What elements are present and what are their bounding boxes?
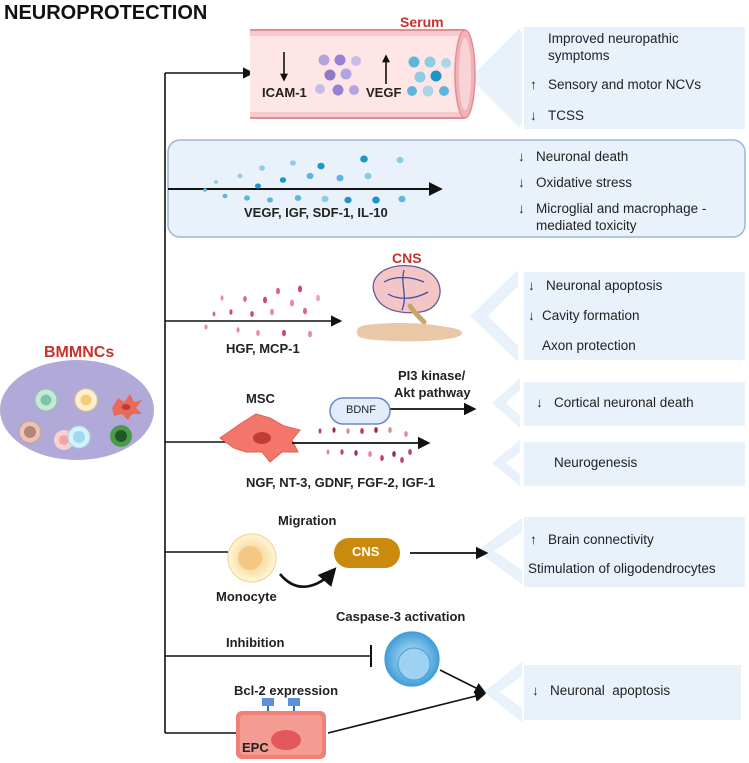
cns-pill [334, 538, 400, 568]
outcome-neuropathic-line1: Improved neuropathic [548, 31, 679, 46]
cns-pill-label: CNS [352, 544, 380, 559]
chevron-serum [475, 28, 524, 128]
branch-lines [164, 67, 372, 734]
outcome-epc-neuronal-apoptosis: ↓Neuronal apoptosis [532, 683, 671, 698]
epc-to-outcome-arrow [327, 690, 487, 734]
panel-cns [524, 272, 745, 360]
outcome-neuronal-death: ↓Neuronal death [518, 149, 629, 164]
vegf-label: VEGF [366, 85, 402, 100]
msc-cell-icon [219, 413, 301, 463]
secreted-factor-dots [203, 155, 406, 204]
chevron-cns [470, 270, 518, 362]
bdnf-label: BDNF [346, 404, 376, 416]
hgf-dots [204, 285, 320, 338]
panel-neurogenesis [524, 442, 745, 486]
outcome-brain-connectivity: ↑Brain connectivity [530, 532, 654, 547]
chevron-epc [484, 662, 522, 722]
arrow-down-icon: ↓ [528, 278, 535, 293]
bdnf-pill [329, 397, 391, 425]
arrow-down-icon: ↓ [532, 683, 539, 698]
bcl2-label: Bcl-2 expression [234, 683, 339, 698]
output-panels [470, 27, 745, 722]
outcome-neuronal-apoptosis: ↓Neuronal apoptosis [528, 278, 663, 293]
outcome-microglial-line1: ↓Microglial and macrophage - [518, 201, 707, 216]
serum-vessel [250, 29, 476, 119]
icam-label: ICAM-1 [262, 85, 307, 100]
outcome-tcss: ↓TCSS [530, 108, 585, 123]
hgf-label: HGF, MCP-1 [226, 341, 300, 356]
outcome-neuropathic-line2: symptoms [548, 48, 610, 63]
arrow-up-icon: ↑ [530, 77, 537, 92]
caspase-to-outcome-arrow [439, 669, 487, 694]
arrow-up-icon: ↑ [530, 532, 537, 547]
msc-factors-label: NGF, NT-3, GDNF, FGF-2, IGF-1 [246, 475, 436, 490]
migration-arrow [278, 567, 337, 588]
pathway-label-line1: PI3 kinase/ [398, 368, 466, 383]
outcome-oxidative-stress: ↓Oxidative stress [518, 175, 633, 190]
factors-label: VEGF, IGF, SDF-1, IL-10 [244, 205, 388, 220]
cns-label: CNS [392, 250, 422, 266]
arrow-down-icon: ↓ [528, 308, 535, 323]
outcome-microglial-line2: mediated toxicity [536, 218, 637, 233]
outcome-cortical-neuronal-death: ↓Cortical neuronal death [536, 395, 694, 410]
epc-cell-icon [236, 698, 326, 759]
arrow-down-icon: ↓ [518, 201, 525, 216]
panel-serum [524, 27, 745, 129]
inhibition-label: Inhibition [226, 635, 285, 650]
chevron-msc-2 [492, 440, 520, 486]
brain-icon [372, 264, 441, 325]
arrow-down-icon: ↓ [518, 175, 525, 190]
monocyte-cell-icon [227, 533, 277, 583]
panel-cortical [524, 382, 745, 426]
epc-label: EPC [242, 740, 269, 755]
msc-factor-dots [318, 427, 412, 463]
bmmnc-cluster [0, 360, 154, 460]
outcome-cavity-formation: ↓Cavity formation [528, 308, 640, 323]
chevron-msc-1 [492, 378, 520, 428]
bmmnc-label: BMMNCs [44, 344, 115, 361]
caspase-icon [384, 631, 440, 687]
spinal-cord-icon [356, 323, 462, 342]
panel-monocyte [524, 517, 745, 587]
monocyte-label: Monocyte [216, 589, 277, 604]
outcome-neurogenesis: Neurogenesis [554, 455, 638, 470]
chevron-monocyte [476, 518, 522, 584]
outcome-axon-protection: Axon protection [542, 338, 636, 353]
migration-label: Migration [278, 513, 337, 528]
msc-label: MSC [246, 391, 275, 406]
page-title: NEUROPROTECTION [4, 2, 208, 24]
pathway-label-line2: Akt pathway [394, 385, 471, 400]
arrow-down-icon: ↓ [530, 108, 537, 123]
caspase-label: Caspase-3 activation [336, 609, 466, 624]
outcome-ncv: ↑Sensory and motor NCVs [530, 77, 702, 92]
arrow-down-icon: ↓ [518, 149, 525, 164]
panel-epc [524, 665, 741, 720]
serum-label: Serum [400, 14, 444, 30]
chevron-serum-shape [470, 28, 520, 128]
arrow-down-icon: ↓ [536, 395, 543, 410]
outcome-oligodendrocytes: Stimulation of oligodendrocytes [528, 561, 716, 576]
